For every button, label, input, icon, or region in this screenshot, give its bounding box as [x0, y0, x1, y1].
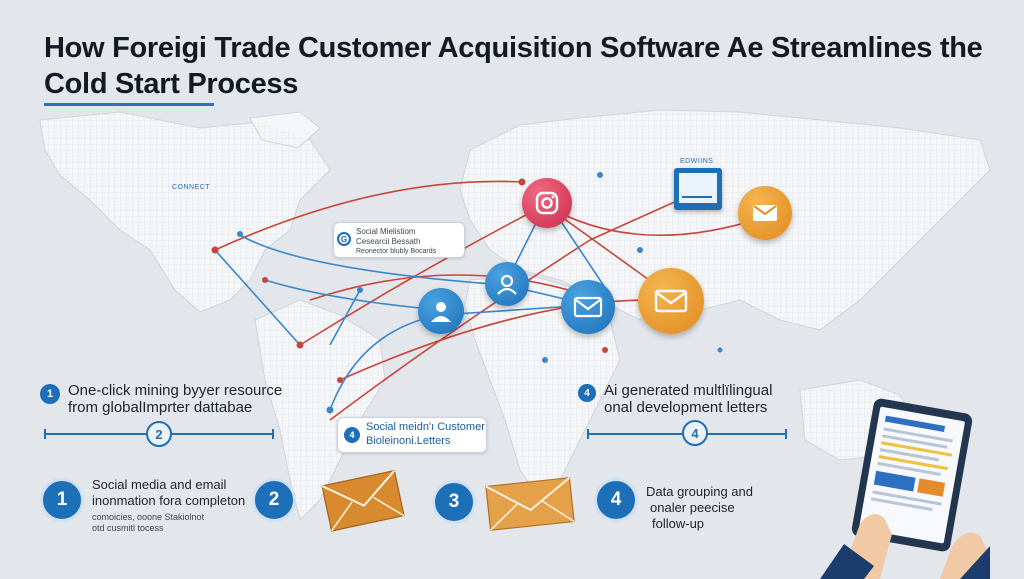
step-ai-badge: 4 — [578, 384, 596, 402]
email-icon — [561, 280, 615, 334]
envelope-stack-icon — [321, 469, 405, 532]
connection-lines — [214, 180, 771, 421]
step-data-line-1: Data grouping and — [646, 484, 753, 499]
callout-mid-badge: 4 — [344, 427, 360, 443]
instagram-icon — [522, 178, 572, 228]
callout-mid-line-2: Bioleinoni.Letters — [366, 435, 451, 447]
page-title: How Foreigi Trade Customer Acquisition S… — [44, 32, 983, 100]
step-ai-progress-badge: 4 — [682, 420, 708, 446]
step-ai-line-1: Ai generated multlïlingual — [604, 382, 773, 399]
step-ai-line-2: onal development letters — [604, 399, 768, 416]
monitor-icon — [674, 168, 722, 210]
map-tag-right: EDWIINS — [680, 158, 714, 165]
envelope-open-icon — [485, 476, 575, 531]
step-social-line-1: Social media and email — [92, 477, 227, 492]
step-1-progress-badge: 2 — [146, 421, 172, 447]
step-social-line-3: comoicies, ooone Stakiolnot — [92, 512, 205, 522]
user-icon — [485, 262, 529, 306]
step-data-line-2: onaler peecise — [650, 500, 735, 515]
step-2-badge: 2 — [252, 478, 296, 522]
callout-mid-line-1: Social meidn'ı Customer — [366, 421, 485, 433]
title-underline — [44, 103, 214, 106]
tablet-icon — [820, 398, 990, 579]
user-profile-icon — [418, 288, 464, 334]
step-1-badge: 1 — [40, 384, 60, 404]
callout-badge: G — [337, 232, 351, 246]
envelope-icon — [638, 268, 704, 334]
callout-line-1: Social Mielistiom — [356, 227, 416, 236]
callout-line-3: Reonector blubly Bocards — [356, 248, 437, 255]
step-1-line-1: One-click mining byyer resource — [68, 382, 283, 399]
step-social-line-2: inonmation fora completon — [92, 493, 246, 508]
callout-line-2: Cesearcii Bessath — [356, 237, 421, 246]
step-social-line-4: otd cusmitl tocess — [92, 523, 164, 533]
step-4-badge: 4 — [594, 478, 638, 522]
callout-social-research: G Social Mielistiom Cesearcii Bessath Re… — [333, 222, 465, 258]
map-dots — [211, 172, 723, 414]
step-1-line-2: from globalImprter dattabae — [68, 399, 253, 416]
step-data-line-3: follow-up — [652, 516, 705, 531]
mail-icon — [738, 186, 792, 240]
callout-social-customer: 4 Social meidn'ı Customer Bioleinoni.Let… — [337, 417, 487, 453]
step-3-badge: 3 — [432, 480, 476, 524]
map-tag-left: CONNECT — [172, 184, 211, 191]
step-social-badge: 1 — [40, 478, 84, 522]
